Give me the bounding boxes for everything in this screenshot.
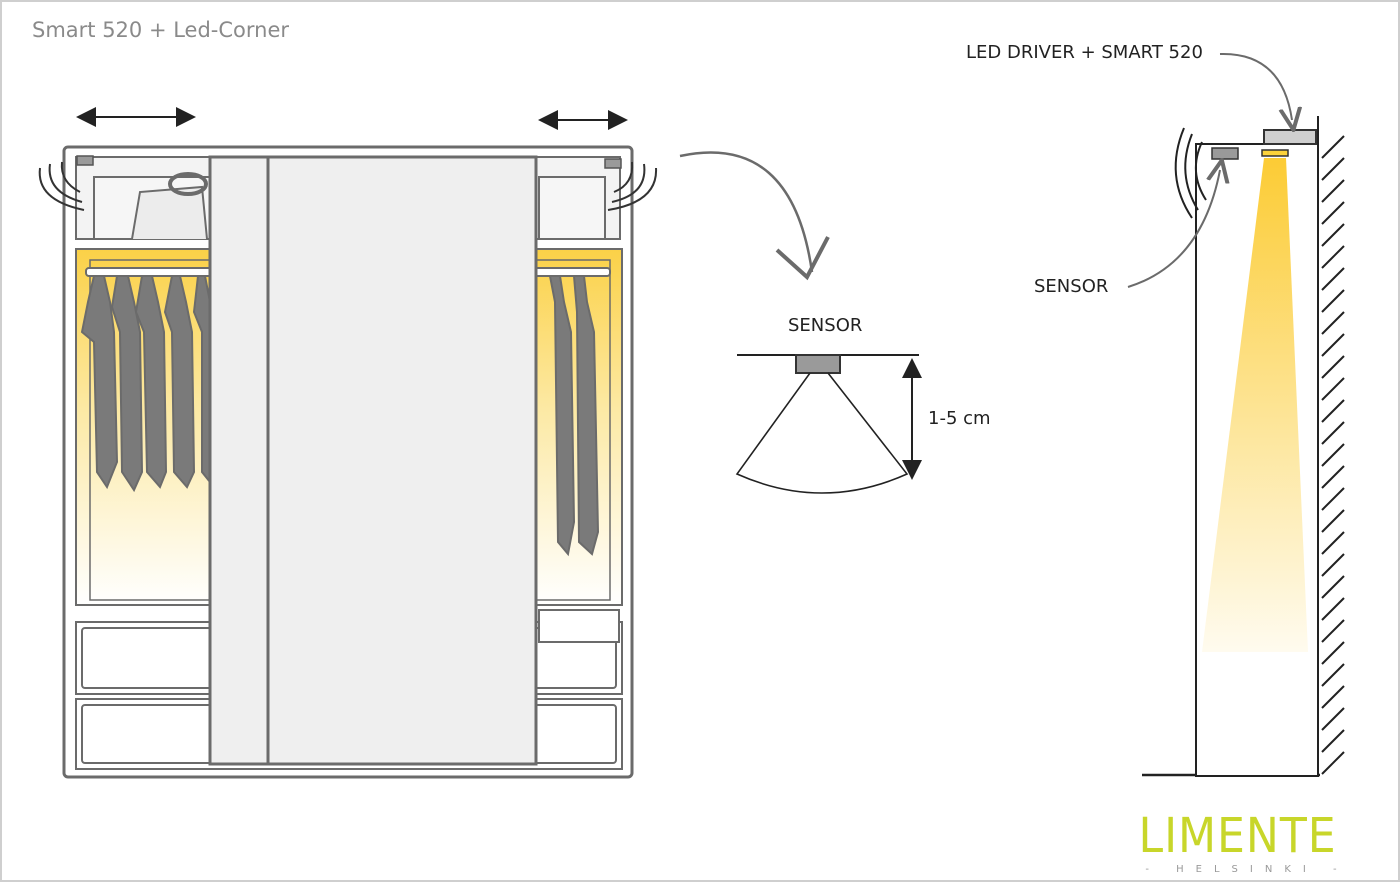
distance-label: 1-5 cm [928,408,991,429]
light-beam [1202,158,1308,652]
hatch-line [1321,487,1345,511]
side-sensor-label: SENSOR [1034,276,1109,297]
hatch-line [1321,685,1345,709]
hatch-line [1321,751,1345,775]
hatch-line [1321,311,1345,335]
corner-sensor-left [76,155,94,166]
hatch-line [1321,707,1345,731]
hatch-line [1321,531,1345,555]
garments-right [548,275,600,557]
sliding-door-frame [208,155,270,766]
hatch-line [1321,465,1345,489]
side-sensor [1211,147,1239,160]
check-icon [775,236,830,281]
hatch-line [1321,245,1345,269]
brand-sub: - HELSINKI - [1145,864,1349,875]
hatch-line [1321,641,1345,665]
garments-left [80,275,211,493]
brand-name: LIMENTE [1138,808,1337,864]
side-view [1142,116,1345,777]
hatch-line [1321,157,1345,181]
side-sensor-waves [1174,127,1207,219]
hatch-line [1321,201,1345,225]
sensor-detail [735,354,922,494]
sensor-unit [795,354,841,374]
sensor-pointer [1127,170,1220,288]
hatch-line [1321,399,1345,423]
top-box-right [538,176,606,240]
led-driver-box [1263,129,1317,145]
hatch-line [1321,179,1345,203]
hatch-line [1321,421,1345,445]
hatch-line [1321,135,1345,159]
hatch-line [1321,377,1345,401]
wall-hatching [1321,135,1345,775]
led-driver-label: LED DRIVER + SMART 520 [966,42,1203,63]
sliding-door [266,155,538,766]
wardrobe [62,145,634,779]
driver-pointer [1219,52,1292,120]
page-title: Smart 520 + Led-Corner [32,18,290,42]
hatch-line [1321,619,1345,643]
hatch-line [1321,575,1345,599]
sensor-waves-left [38,161,85,211]
pointer-curve [679,151,814,273]
hatch-line [1321,663,1345,687]
hatch-line [1321,729,1345,753]
hatch-line [1321,267,1345,291]
sensor-waves-right [607,161,658,211]
led-strip [1261,149,1289,157]
detection-cone [735,372,909,494]
hatch-line [1321,289,1345,313]
corner-sensor-right [604,158,622,169]
hatch-line [1321,333,1345,357]
hatch-line [1321,355,1345,379]
brand-logo: LIMENTE - HELSINKI - [1129,810,1365,875]
hatch-line [1321,223,1345,247]
hatch-line [1321,509,1345,533]
hatch-line [1321,443,1345,467]
hatch-line [1321,553,1345,577]
sensor-detail-label: SENSOR [788,315,863,336]
hatch-line [1321,597,1345,621]
